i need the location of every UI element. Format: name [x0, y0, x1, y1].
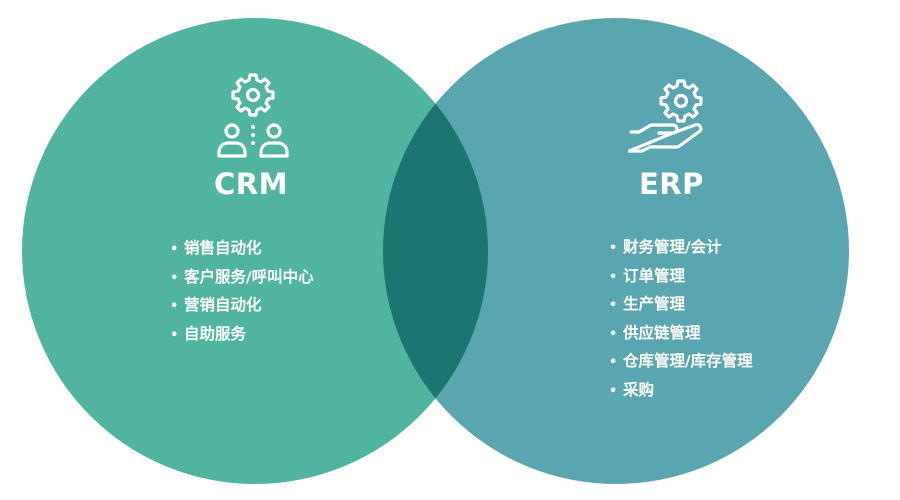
bullet-icon: •	[609, 355, 618, 370]
crm-circle	[22, 18, 488, 484]
bullet-icon: •	[170, 242, 179, 257]
bullet-icon: •	[170, 299, 179, 314]
erp-title: ERP	[639, 167, 704, 201]
erp-feature-item: •生产管理	[609, 290, 753, 319]
bullet-icon: •	[609, 241, 618, 256]
erp-circle	[383, 18, 849, 484]
erp-feature-list: •财务管理/会计 •订单管理 •生产管理 •供应链管理 •仓库管理/库存管理 •…	[609, 233, 753, 404]
gear-with-two-users-icon	[217, 73, 289, 158]
crm-feature-item: •销售自动化	[170, 234, 314, 263]
bullet-icon: •	[609, 383, 618, 399]
erp-feature-item: •采购	[609, 376, 753, 405]
gear-over-hand-icon	[628, 79, 703, 153]
crm-title: CRM	[214, 167, 288, 201]
bullet-icon: •	[609, 326, 618, 342]
crm-feature-list: •销售自动化 •客户服务/呼叫中心 •营销自动化 •自助服务	[170, 234, 314, 348]
bullet-icon: •	[170, 327, 179, 343]
erp-feature-item: •财务管理/会计	[609, 233, 753, 262]
erp-feature-item: •仓库管理/库存管理	[609, 347, 753, 376]
erp-feature-item: •供应链管理	[609, 319, 753, 348]
crm-feature-item: •自助服务	[170, 320, 314, 349]
crm-feature-item: •客户服务/呼叫中心	[170, 263, 314, 292]
bullet-icon: •	[170, 270, 179, 286]
bullet-icon: •	[609, 298, 618, 313]
bullet-icon: •	[609, 269, 618, 285]
erp-feature-item: •订单管理	[609, 262, 753, 291]
crm-feature-item: •营销自动化	[170, 291, 314, 320]
